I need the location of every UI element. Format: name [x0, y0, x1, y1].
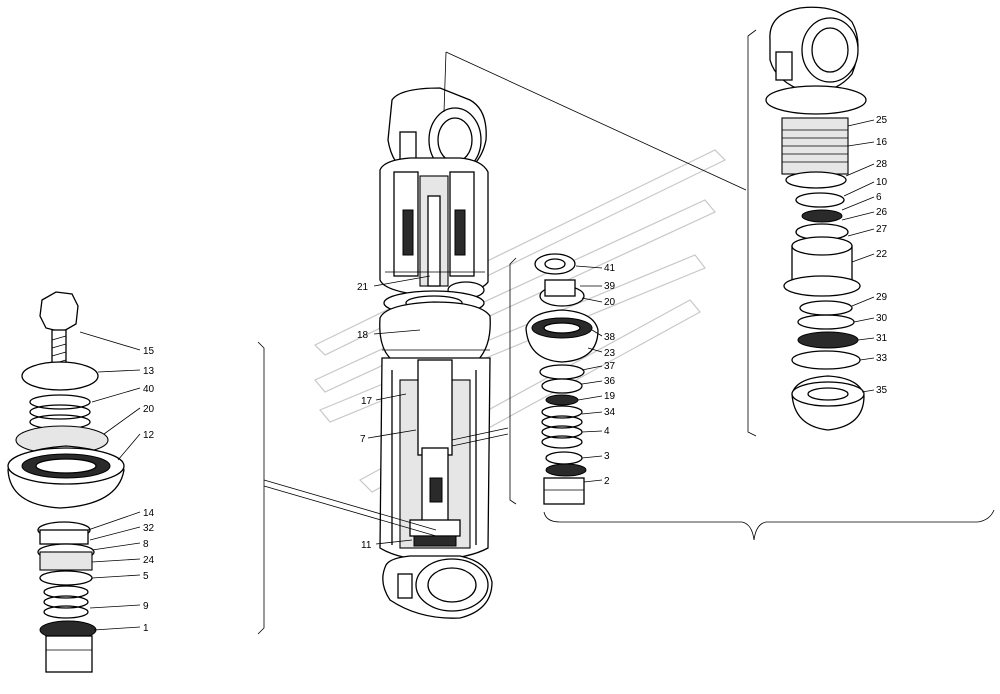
callout-36: 36: [604, 376, 616, 387]
callout-23: 23: [604, 348, 616, 359]
callout-16: 16: [876, 137, 888, 148]
callout-11: 11: [361, 540, 372, 551]
callout-7: 7: [360, 434, 366, 445]
callout-26: 26: [876, 207, 888, 218]
callout-19: 19: [604, 391, 616, 402]
callouts-middle: 41 39 20 38 23 37 36 19 34 4 3 2: [575, 263, 616, 487]
callout-37: 37: [604, 361, 616, 372]
callout-4: 4: [604, 426, 610, 437]
callout-38: 38: [604, 332, 616, 343]
right-assembly: [765, 6, 867, 431]
callout-33: 33: [876, 353, 888, 364]
callout-31: 31: [876, 333, 888, 344]
callout-12: 12: [143, 430, 155, 441]
callout-30: 30: [876, 313, 888, 324]
callout-17: 17: [361, 396, 373, 407]
callout-34: 34: [604, 407, 616, 418]
callout-18: 18: [357, 330, 369, 341]
callouts-main: 21 18 17 7 11: [357, 275, 431, 551]
callout-40: 40: [143, 384, 155, 395]
callout-1: 1: [143, 623, 149, 634]
callout-21: 21: [357, 282, 369, 293]
callout-35: 35: [876, 385, 888, 396]
callout-41: 41: [604, 263, 616, 274]
callouts-right: 25 16 28 10 6 26 27 22 29 30 31 33 35: [841, 115, 888, 396]
callout-3: 3: [604, 451, 610, 462]
callout-2: 2: [604, 476, 610, 487]
callout-27: 27: [876, 224, 888, 235]
callout-25: 25: [876, 115, 888, 126]
callout-14: 14: [143, 508, 155, 519]
watermark-logo: [313, 149, 727, 493]
callout-20-middle: 20: [604, 297, 616, 308]
callout-20-left: 20: [143, 404, 155, 415]
callout-22: 22: [876, 249, 888, 260]
callout-9: 9: [143, 601, 149, 612]
middle-assembly: [525, 253, 599, 505]
callout-24: 24: [143, 555, 155, 566]
callout-8: 8: [143, 539, 149, 550]
callouts-left: 15 13 40 20 12 14 32 8 24 5 9 1: [79, 331, 155, 634]
callout-39: 39: [604, 281, 616, 292]
callout-28: 28: [876, 159, 888, 170]
main-shock-absorber: [379, 87, 493, 619]
callout-15: 15: [143, 346, 155, 357]
callout-32: 32: [143, 523, 155, 534]
callout-29: 29: [876, 292, 888, 303]
callout-10: 10: [876, 177, 888, 188]
callout-13: 13: [143, 366, 155, 377]
left-assembly: [7, 291, 125, 673]
callout-6: 6: [876, 192, 882, 203]
callout-5: 5: [143, 571, 149, 582]
group-brackets: [257, 29, 995, 635]
